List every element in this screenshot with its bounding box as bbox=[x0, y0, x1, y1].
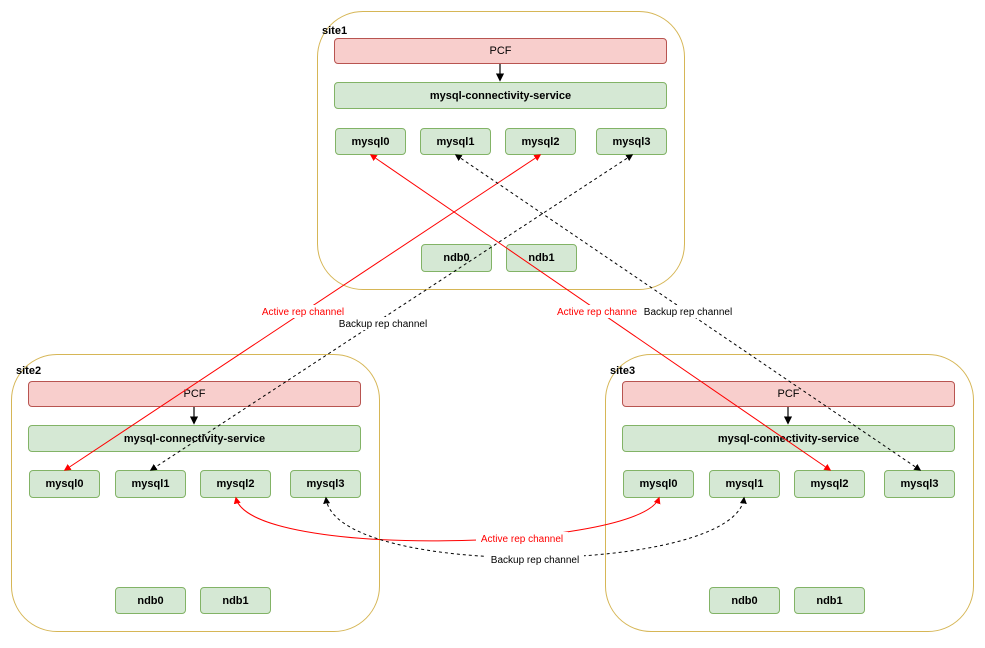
site3-mysql1[interactable]: mysql1 bbox=[709, 470, 780, 498]
site1-label: site1 bbox=[322, 25, 348, 37]
site1-connectivity-service[interactable]: mysql-connectivity-service bbox=[334, 82, 667, 109]
site1-pcf[interactable]: PCF bbox=[334, 38, 667, 64]
site1-mysql3[interactable]: mysql3 bbox=[596, 128, 667, 155]
edge-label-active-site2-site3: Active rep channel bbox=[481, 534, 563, 545]
site1-mysql1[interactable]: mysql1 bbox=[420, 128, 491, 155]
site2-ndb1[interactable]: ndb1 bbox=[200, 587, 271, 614]
site2-mysql1[interactable]: mysql1 bbox=[115, 470, 186, 498]
edge-label-backup-site1-site2: Backup rep channel bbox=[339, 319, 427, 330]
site2-mysql0[interactable]: mysql0 bbox=[29, 470, 100, 498]
site3-ndb1[interactable]: ndb1 bbox=[794, 587, 865, 614]
edge-label-active-site1-site2: Active rep channel bbox=[262, 307, 344, 318]
edge-site2-mysql2-site3-mysql0 bbox=[233, 496, 661, 542]
site2-label: site2 bbox=[16, 365, 42, 377]
edge-site2-mysql3-site3-mysql1 bbox=[323, 496, 747, 559]
site2-mysql2[interactable]: mysql2 bbox=[200, 470, 271, 498]
site3-mysql2[interactable]: mysql2 bbox=[794, 470, 865, 498]
site3-ndb0[interactable]: ndb0 bbox=[709, 587, 780, 614]
site2-ndb0[interactable]: ndb0 bbox=[115, 587, 186, 614]
site1-mysql2[interactable]: mysql2 bbox=[505, 128, 576, 155]
edge-label-backup-site2-site3: Backup rep channel bbox=[491, 555, 579, 566]
edge-label-backup-site1-site3: Backup rep channel bbox=[644, 307, 732, 318]
edge-label-active-site1-site3: Active rep channe bbox=[557, 307, 637, 318]
site2-mysql3[interactable]: mysql3 bbox=[290, 470, 361, 498]
